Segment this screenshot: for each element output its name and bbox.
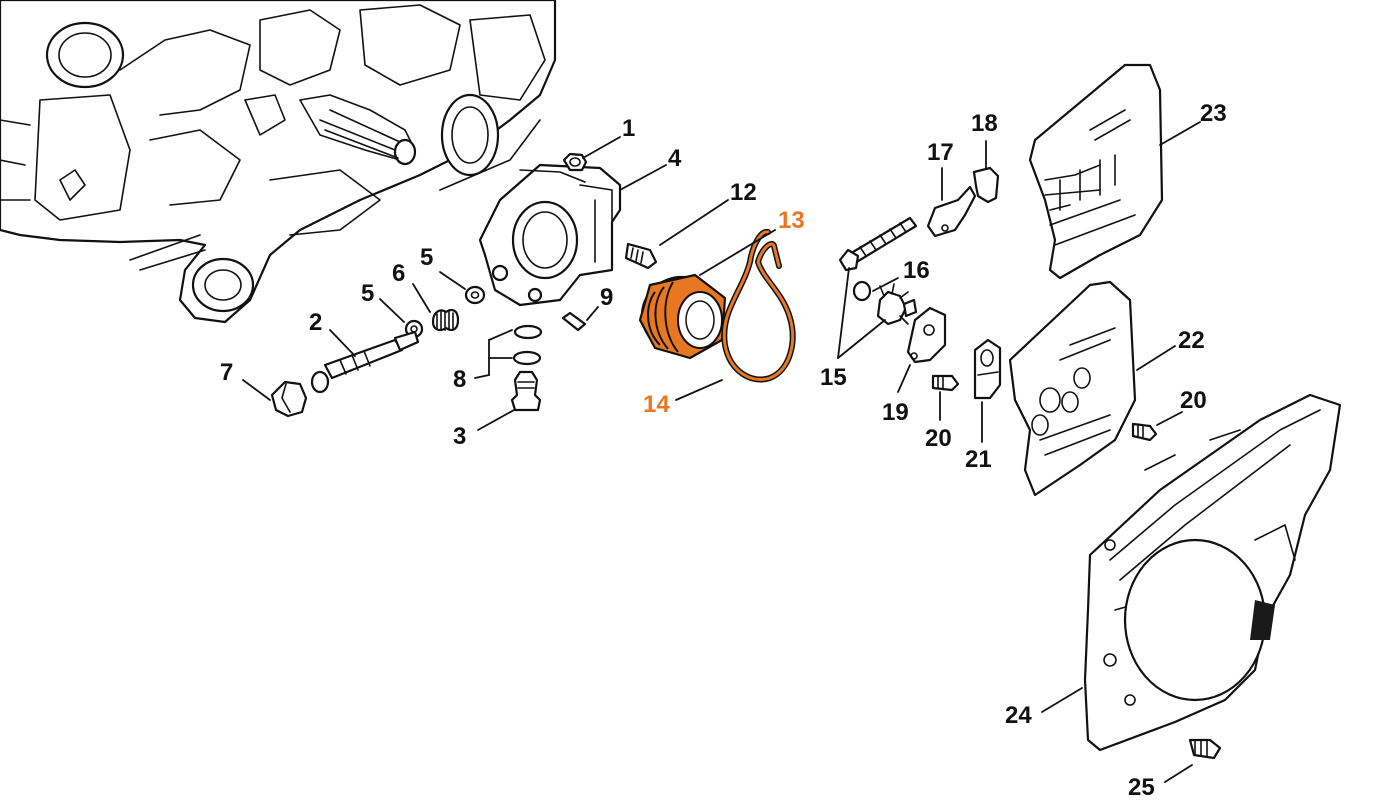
callout-1: 1 [622, 115, 635, 142]
adjusting-gear-part-15 [876, 283, 918, 326]
callout-12: 12 [730, 179, 757, 206]
callout-17: 17 [927, 139, 954, 166]
callout-16: 16 [903, 257, 930, 284]
screw-part-20-left [931, 374, 960, 392]
callout-15: 15 [820, 364, 847, 391]
callout-5-lower: 5 [361, 280, 374, 307]
nut-part-1 [562, 152, 588, 172]
pump-piston-part-2 [310, 330, 420, 394]
callout-21: 21 [965, 446, 992, 473]
o-ring-part-8-lower [512, 350, 542, 366]
callout-20-left: 20 [925, 425, 952, 452]
o-ring-part-16 [852, 280, 872, 302]
callout-2: 2 [309, 309, 322, 336]
oil-pump-housing-part-4 [478, 163, 622, 307]
sprocket-cover-part-24 [1083, 393, 1342, 752]
callout-23: 23 [1200, 100, 1227, 127]
callout-18: 18 [971, 110, 998, 137]
tensioner-plate-part-17 [926, 185, 977, 238]
adjusting-screw-part-15 [838, 216, 918, 272]
callout-19: 19 [882, 399, 909, 426]
clip-part-18 [972, 166, 1000, 204]
screw-part-25 [1188, 738, 1222, 760]
cap-part-7 [270, 380, 308, 418]
callout-9: 9 [600, 284, 613, 311]
callout-5-upper: 5 [420, 244, 433, 271]
pin-part-9 [561, 311, 587, 332]
callout-25: 25 [1128, 774, 1155, 801]
bracket-part-21 [973, 338, 1002, 400]
bracket-part-19 [906, 306, 947, 364]
leader-lines [242, 121, 1201, 783]
engine-housing-drawing [0, 0, 557, 324]
callout-14: 14 [643, 391, 670, 418]
callout-4: 4 [668, 145, 682, 172]
cover-plate-part-23 [1028, 63, 1164, 280]
worm-gear-part-13-highlighted [638, 273, 727, 360]
callout-13: 13 [778, 207, 805, 234]
valve-part-3 [510, 370, 542, 412]
spring-clip-part-14-highlighted [721, 228, 796, 383]
callout-24: 24 [1005, 702, 1032, 729]
callout-3: 3 [453, 423, 466, 450]
screw-part-20-right [1131, 422, 1158, 442]
callout-8: 8 [453, 366, 466, 393]
callout-20-right: 20 [1180, 387, 1207, 414]
washer-part-5-upper [464, 285, 486, 305]
callout-7: 7 [220, 359, 233, 386]
callout-6: 6 [392, 260, 405, 287]
o-ring-part-8-upper [513, 324, 543, 340]
cover-plate-part-22 [1008, 280, 1137, 497]
spring-part-6 [431, 309, 460, 332]
screw-part-12 [624, 242, 658, 270]
callout-22: 22 [1178, 327, 1205, 354]
callout-labels: 1 4 12 13 14 5 6 5 2 7 8 3 9 15 16 17 18… [220, 100, 1227, 801]
